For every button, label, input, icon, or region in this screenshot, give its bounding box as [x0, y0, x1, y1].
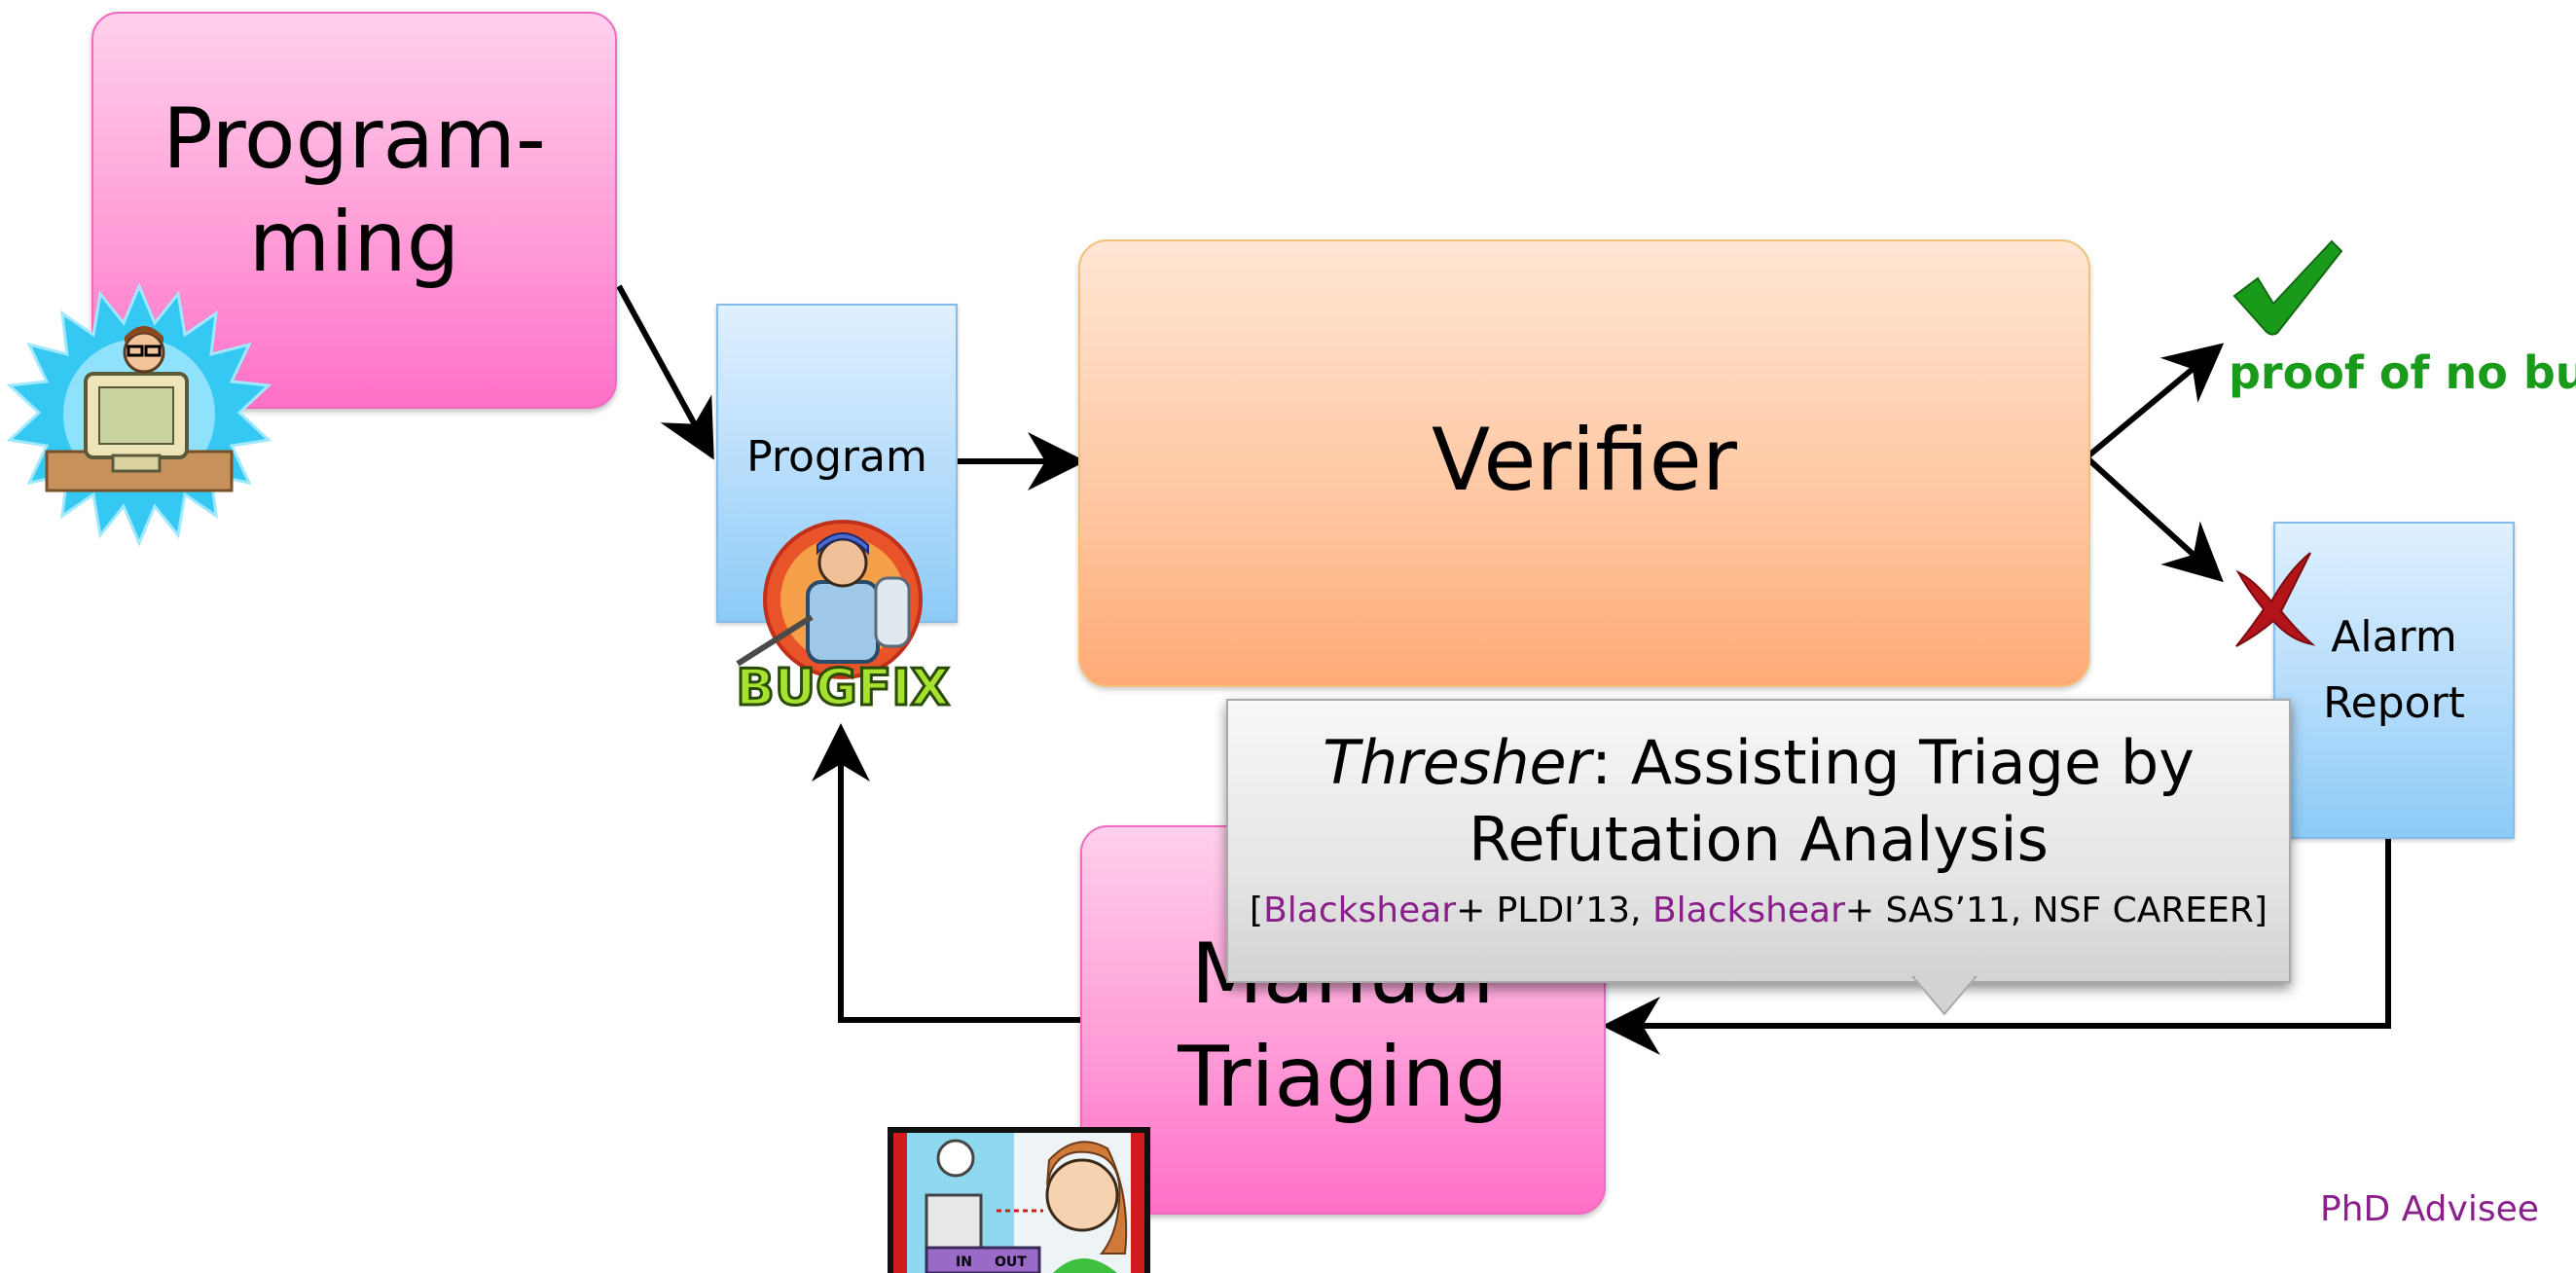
- cite-venue-1: + PLDI’13,: [1456, 891, 1652, 930]
- verifier-label: Verifier: [1432, 409, 1737, 510]
- thresher-callout: Thresher: Assisting Triage by Refutation…: [1226, 699, 2291, 983]
- cite-author-2: Blackshear: [1651, 891, 1845, 930]
- manual-triaging-label-bottom: Triaging: [1178, 1029, 1508, 1126]
- callout-pointer: [1910, 973, 1978, 1016]
- alarm-report-box: Alarm Report: [2273, 522, 2515, 839]
- phd-advisee-label: PhD Advisee: [2320, 1189, 2539, 1229]
- check-icon: [2232, 239, 2343, 336]
- bugfix-mascot-clipart: BUGFIX: [735, 520, 951, 719]
- cite-author-1: Blackshear: [1263, 891, 1457, 930]
- callout-title-rest: : Assisting Triage by: [1591, 727, 2195, 798]
- verifier-box: Verifier: [1078, 239, 2090, 687]
- programming-label: Program- ming: [163, 91, 546, 291]
- cross-icon: [2235, 552, 2316, 647]
- tray-in-label: IN: [956, 1255, 972, 1270]
- arrow-programming-to-program: [616, 284, 714, 460]
- tray-out-label: OUT: [995, 1255, 1027, 1270]
- cite-venue-2: + SAS’11, NSF CAREER]: [1844, 891, 2268, 930]
- arrow-alarm-to-triaging: [1602, 835, 2391, 1055]
- callout-title-italic: Thresher: [1323, 727, 1592, 798]
- arrow-verifier-to-alarm: [2084, 455, 2224, 583]
- arrow-triaging-to-program: [812, 723, 1080, 1023]
- programming-box: Program- ming: [91, 12, 617, 409]
- programmer-clipart: [6, 282, 272, 547]
- bugfix-logo-text: BUGFIX: [736, 659, 950, 717]
- callout-title-line2: Refutation Analysis: [1469, 804, 2049, 875]
- cite-open: [: [1250, 891, 1264, 930]
- arrow-verifier-to-proof: [2085, 343, 2225, 460]
- alarm-report-label: Alarm Report: [2323, 612, 2465, 728]
- callout-citation: [Blackshear+ PLDI’13, Blackshear+ SAS’11…: [1228, 884, 2289, 938]
- program-label: Program: [746, 431, 927, 482]
- triage-worker-clipart: IN OUT: [888, 1127, 1150, 1273]
- proof-of-no-bug-label: proof of no bug: [2229, 346, 2576, 399]
